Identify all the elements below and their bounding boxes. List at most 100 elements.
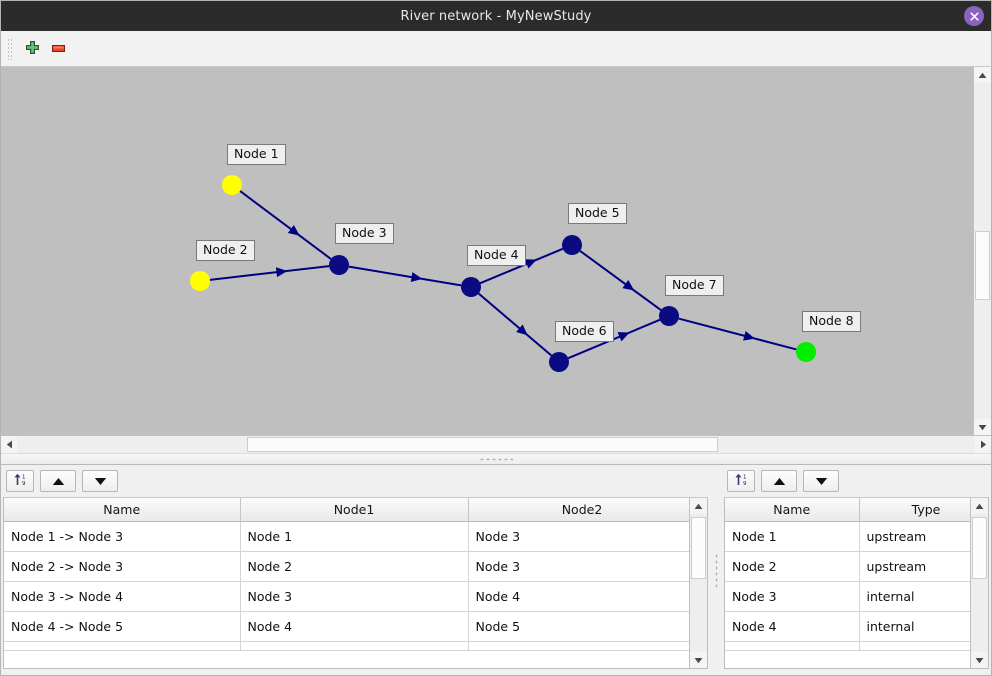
node-label-node-4[interactable]: Node 4 [467,245,526,266]
nodes-cell-r2-c0[interactable]: Node 3 [725,581,860,612]
nodes-cell-r1-c0[interactable]: Node 2 [725,551,860,582]
reaches-col-header-name[interactable]: Name [4,498,241,522]
nodes-cell-r0-c1[interactable]: upstream [859,521,970,552]
graph-node-node-2[interactable] [190,271,210,291]
scroll-up-icon[interactable] [971,498,988,514]
canvas-hscroll-thumb[interactable] [246,437,719,452]
reaches-cell-partial-c0[interactable] [4,641,241,651]
nodes-col-header-type[interactable]: Type [859,498,970,522]
reaches-cell-r2-c1[interactable]: Node 3 [240,581,469,612]
scroll-left-icon[interactable] [1,436,17,453]
edge-Node3-to-Node4[interactable] [348,265,462,287]
nodes-cell-r0-c0[interactable]: Node 1 [725,521,860,552]
canvas-vertical-scrollbar[interactable] [973,67,991,435]
reaches-cell-r1-c1[interactable]: Node 2 [240,551,469,582]
reaches-col-header-node1[interactable]: Node1 [240,498,469,522]
node-label-node-2[interactable]: Node 2 [196,240,255,261]
graph-node-node-6[interactable] [549,352,569,372]
add-button[interactable] [19,36,45,62]
graph-node-node-5[interactable] [562,235,582,255]
nodes-move-up-button[interactable] [761,470,797,492]
edge-Node1-to-Node3[interactable] [239,190,332,260]
nodes-cell-r1-c1[interactable]: upstream [859,551,970,582]
edge-Node4-to-Node5[interactable] [479,247,564,285]
graph-node-node-1[interactable] [222,175,242,195]
reaches-cell-r0-c1[interactable]: Node 1 [240,521,469,552]
canvas-hscroll-track[interactable] [17,436,975,453]
toolbar-grip[interactable] [7,37,14,60]
reaches-cell-partial-c1[interactable] [240,641,469,651]
node-label-node-8[interactable]: Node 8 [802,311,861,332]
nodes-vertical-scrollbar[interactable] [970,498,988,668]
reaches-vscroll-track[interactable] [690,514,707,652]
reaches-move-down-button[interactable] [82,470,118,492]
scroll-up-icon[interactable] [974,67,991,83]
table-row[interactable] [4,641,689,651]
edge-Node7-to-Node8[interactable] [678,317,797,351]
nodes-cell-partial-c1[interactable] [859,641,970,651]
reaches-vertical-scrollbar[interactable] [689,498,707,668]
scroll-up-icon[interactable] [690,498,707,514]
remove-button[interactable] [45,36,71,62]
reaches-cell-partial-c2[interactable] [468,641,689,651]
nodes-col-header-name[interactable]: Name [725,498,860,522]
node-label-node-5[interactable]: Node 5 [568,203,627,224]
nodes-cell-r2-c1[interactable]: internal [859,581,970,612]
graph-node-node-3[interactable] [329,255,349,275]
reaches-cell-r2-c2[interactable]: Node 4 [468,581,689,612]
reaches-move-up-button[interactable] [40,470,76,492]
canvas-vscroll-track[interactable] [974,83,991,419]
vertical-splitter[interactable] [710,465,722,675]
reaches-cell-r3-c2[interactable]: Node 5 [468,611,689,642]
nodes-move-down-button[interactable] [803,470,839,492]
reaches-cell-r3-c0[interactable]: Node 4 -> Node 5 [4,611,241,642]
nodes-cell-r3-c1[interactable]: internal [859,611,970,642]
edge-Node4-to-Node6[interactable] [477,292,553,357]
scroll-down-icon[interactable] [971,652,988,668]
reaches-cell-r1-c0[interactable]: Node 2 -> Node 3 [4,551,241,582]
node-label-node-6[interactable]: Node 6 [555,321,614,342]
nodes-vscroll-thumb[interactable] [972,516,987,580]
edge-Node5-to-Node7[interactable] [579,250,662,311]
reaches-sort-button[interactable]: 1 9 [6,470,34,492]
reaches-cell-r0-c2[interactable]: Node 3 [468,521,689,552]
node-label-node-7[interactable]: Node 7 [665,275,724,296]
graph-node-node-4[interactable] [461,277,481,297]
network-diagram-pane: Node 1 Node 2 Node 3 Node 4 Node 5 Node 6 Node… [1,67,991,453]
reaches-vscroll-thumb[interactable] [691,516,706,580]
graph-node-node-7[interactable] [659,306,679,326]
nodes-sort-button[interactable]: 1 9 [727,470,755,492]
network-canvas[interactable]: Node 1 Node 2 Node 3 Node 4 Node 5 Node 6 Node… [1,67,973,435]
nodes-cell-partial-c0[interactable] [725,641,860,651]
canvas-vscroll-thumb[interactable] [975,230,990,301]
nodes-cell-r3-c0[interactable]: Node 4 [725,611,860,642]
reaches-cell-r2-c0[interactable]: Node 3 -> Node 4 [4,581,241,612]
reaches-cell-r1-c2[interactable]: Node 3 [468,551,689,582]
reaches-col-header-node2[interactable]: Node2 [468,498,689,522]
horizontal-splitter[interactable] [1,453,991,465]
graph-node-node-8[interactable] [796,342,816,362]
close-icon[interactable] [964,6,984,26]
table-row[interactable] [725,641,970,651]
canvas-horizontal-scrollbar[interactable] [1,435,991,453]
reaches-cell-r0-c0[interactable]: Node 1 -> Node 3 [4,521,241,552]
edge-Node6-to-Node7[interactable] [567,318,661,360]
node-label-node-1[interactable]: Node 1 [227,144,286,165]
reaches-cell-r3-c1[interactable]: Node 4 [240,611,469,642]
node-label-node-3[interactable]: Node 3 [335,223,394,244]
nodes-vscroll-track[interactable] [971,514,988,652]
edge-Node2-to-Node3[interactable] [209,265,330,281]
scroll-right-icon[interactable] [975,436,991,453]
scroll-down-icon[interactable] [690,652,707,668]
scroll-down-icon[interactable] [974,419,991,435]
